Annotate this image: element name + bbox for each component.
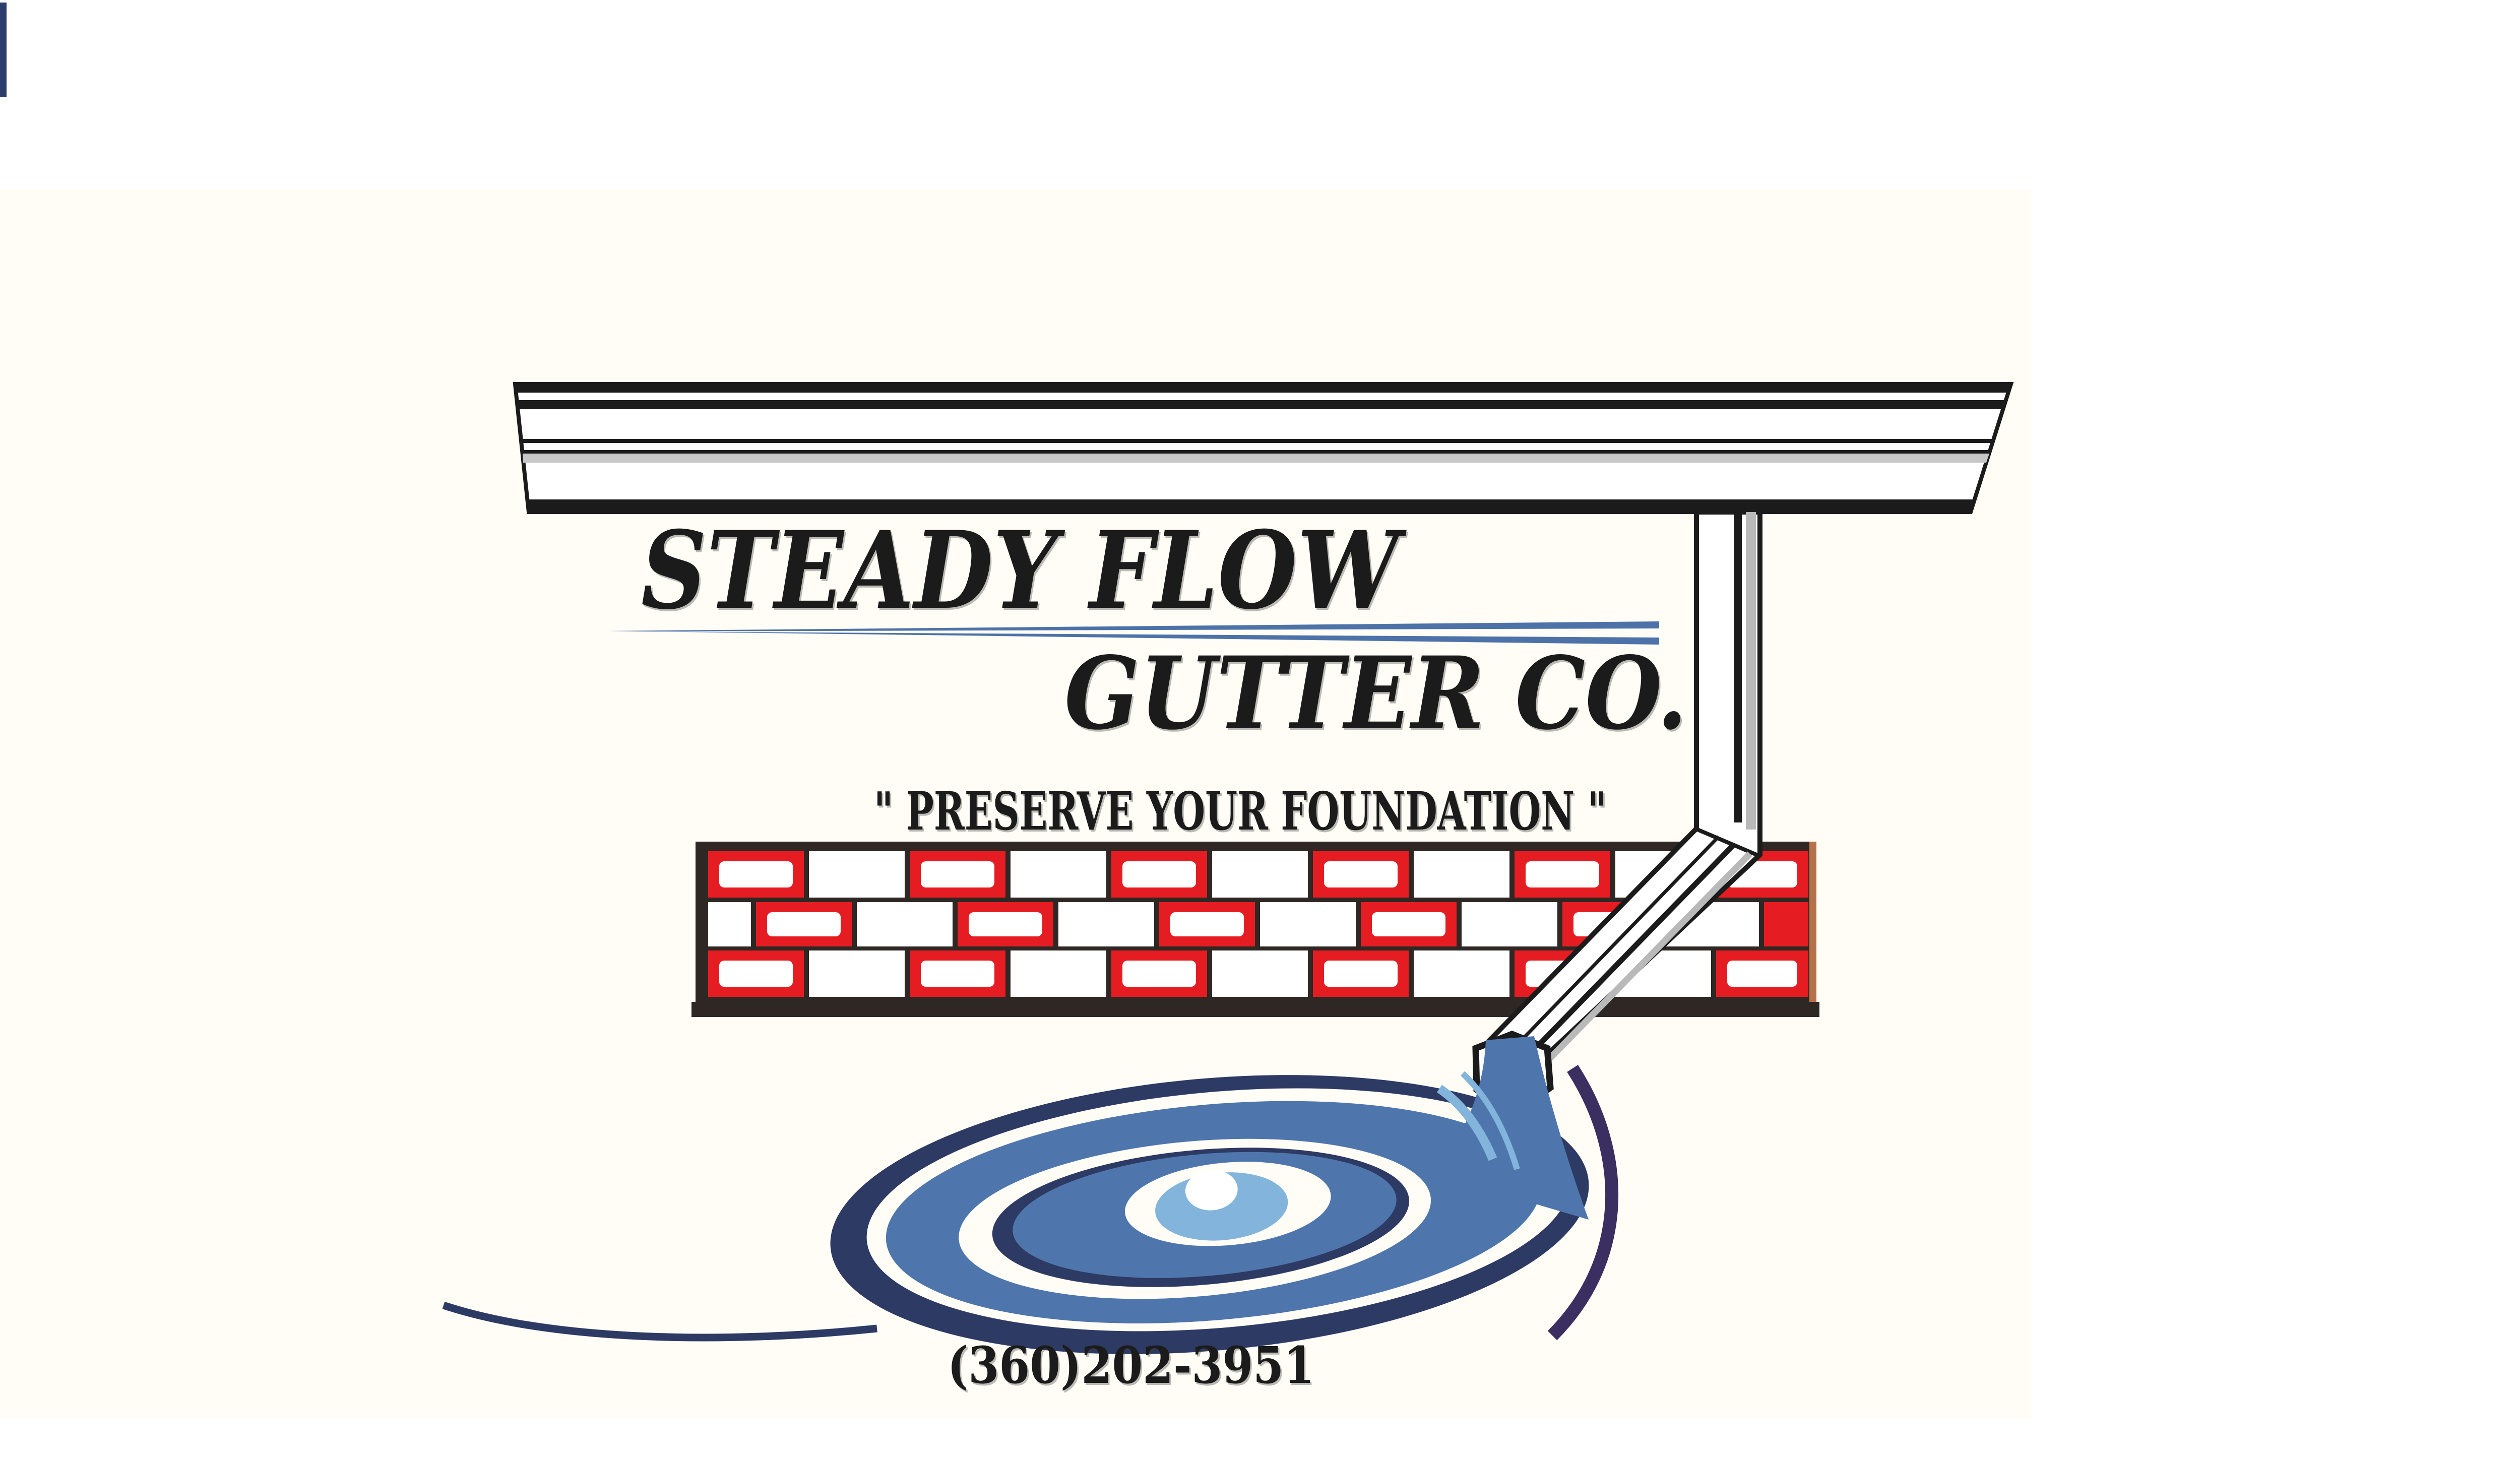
downspout-diagonal-seam1 <box>1514 844 1735 1070</box>
brick-inner <box>1324 861 1398 887</box>
brick-white <box>1260 902 1356 946</box>
brick-white <box>1212 950 1308 997</box>
brick-white <box>1414 851 1509 898</box>
downspout-diagonal-gray <box>1532 851 1752 1077</box>
downspout-illustration <box>1434 510 1762 1220</box>
wall-base <box>691 1002 1819 1017</box>
water-pour-highlight2 <box>1460 1071 1520 1170</box>
underline-swoosh <box>608 621 1659 645</box>
brick-white <box>1462 902 1557 946</box>
brick-white <box>1011 950 1106 997</box>
underline-gap <box>638 628 1659 638</box>
swirl-right-arc <box>1547 1064 1618 1341</box>
company-logo: STEADY FLOW GUTTER CO. " PRESERVE YOUR F… <box>0 189 2031 1419</box>
wall-right-edge <box>1809 842 1816 1002</box>
company-name-line2: GUTTER CO. <box>1064 635 1687 752</box>
swirl-rings <box>830 1075 1589 1354</box>
water-pour-highlight1 <box>1436 1085 1497 1161</box>
water-swirl-illustration <box>442 1064 1618 1354</box>
company-name-line1: STEADY FLOW <box>641 508 1407 633</box>
brick-inner <box>1122 961 1196 987</box>
logo-graphic: STEADY FLOW GUTTER CO. " PRESERVE YOUR F… <box>442 382 2014 1395</box>
water-pour <box>1434 1036 1589 1220</box>
brick-inner <box>969 912 1042 936</box>
brick-inner <box>1526 861 1599 887</box>
left-accent-bar <box>0 3 7 97</box>
brick-white <box>809 851 905 898</box>
brick-inner <box>719 861 793 887</box>
brick-inner <box>1122 861 1196 887</box>
phone-number: (360)202-3951 <box>948 1336 1314 1395</box>
gutter-cornice-illustration <box>513 382 2014 514</box>
brick-inner <box>1324 961 1398 987</box>
downspout-diagonal-seam2 <box>1501 835 1720 1061</box>
brick-wall-illustration <box>691 842 1819 1017</box>
brick-white <box>1414 950 1509 997</box>
brick-white <box>1212 851 1308 898</box>
brick-white <box>1058 902 1154 946</box>
bricks <box>708 851 1808 997</box>
swirl-left-tail <box>442 1301 877 1342</box>
downspout-seams <box>1696 512 1760 858</box>
brick-inner <box>1372 912 1445 936</box>
brick-white <box>857 902 953 946</box>
brick-inner <box>1170 912 1244 936</box>
brick-inner <box>719 961 793 987</box>
downspout-gray-stripe <box>1746 512 1756 830</box>
brick-white <box>809 950 905 997</box>
tagline: " PRESERVE YOUR FOUNDATION " <box>874 780 1607 842</box>
brick-white <box>1011 851 1106 898</box>
cornice-dark-bands <box>515 384 2011 512</box>
cornice-gray-band <box>523 454 1989 463</box>
brick-inner <box>921 861 994 887</box>
brick-inner <box>921 961 994 987</box>
brick-inner <box>1727 961 1797 987</box>
swirl-highlight <box>1185 1170 1238 1211</box>
brick-inner <box>767 912 841 936</box>
brick-red <box>1764 902 1808 946</box>
brick-white <box>708 902 751 946</box>
